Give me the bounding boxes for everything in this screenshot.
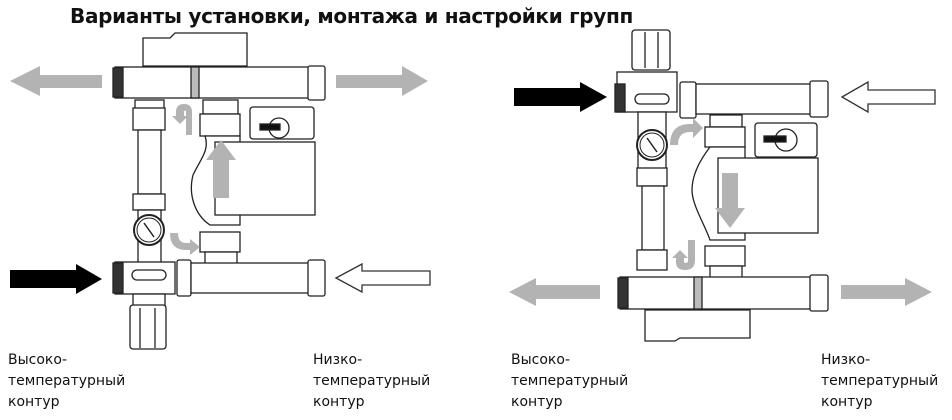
black-arrow-icon	[514, 82, 607, 112]
union-nut	[307, 65, 326, 101]
grey-arrow-icon	[509, 278, 600, 306]
label-line: контур	[313, 394, 365, 410]
pump-motor	[214, 141, 316, 216]
controller-box	[142, 32, 248, 67]
bypass-arrow-icon	[672, 240, 695, 270]
nut	[636, 249, 668, 271]
bottom-manifold-pipe	[619, 276, 815, 310]
vertical-pipe	[641, 185, 665, 251]
pipe-band	[693, 276, 703, 310]
thermometer-gauge-icon	[636, 129, 668, 161]
thermostatic-head	[129, 304, 167, 350]
thermostatic-head	[631, 29, 671, 71]
pump-cable	[259, 123, 281, 131]
black-arrow-icon	[10, 264, 102, 294]
pipe-band	[190, 66, 200, 99]
label-line: Высоко-	[8, 352, 67, 368]
label-right-low-temp: Низко- температурный контур	[821, 350, 938, 413]
outline-arrow-icon	[840, 80, 936, 114]
thermometer-gauge-icon	[133, 214, 165, 246]
top-manifold-pipe	[695, 83, 813, 115]
valve-slot	[131, 269, 167, 281]
nut	[202, 99, 239, 115]
thread-end	[112, 262, 124, 294]
nut	[204, 251, 238, 265]
label-line: Низко-	[821, 352, 871, 368]
outline-arrow-icon	[334, 262, 431, 294]
nut	[704, 245, 746, 267]
mixing-arrow-icon	[170, 233, 200, 255]
nut	[132, 107, 166, 131]
label-line: контур	[821, 394, 873, 410]
union-nut	[679, 81, 697, 119]
pump-flow-down-arrow-icon	[715, 173, 745, 228]
mixing-valve	[616, 71, 678, 113]
label-line: температурный	[821, 373, 939, 389]
label-right-high-temp: Высоко- температурный контур	[511, 350, 628, 413]
diagram-left-arrows	[10, 66, 431, 294]
thread-end	[112, 67, 124, 98]
grey-arrow-icon	[336, 66, 428, 96]
nut	[709, 114, 743, 128]
grey-arrow-icon	[841, 278, 932, 306]
mixing-arrow-icon	[670, 118, 703, 145]
thread-end	[617, 277, 629, 309]
label-left-high-temp: Высоко- температурный контур	[8, 350, 125, 413]
union-nut	[176, 259, 192, 297]
bypass-arrow-icon	[172, 104, 192, 135]
diagram-left	[112, 32, 326, 350]
label-line: температурный	[8, 373, 126, 389]
nut	[636, 167, 668, 187]
union-nut	[307, 259, 326, 297]
union-nut	[809, 274, 829, 312]
pump-flow-up-arrow-icon	[206, 140, 236, 198]
nut	[132, 193, 166, 211]
nut	[709, 265, 743, 279]
bottom-manifold-pipe	[190, 262, 312, 294]
label-line: температурный	[511, 373, 629, 389]
pump-cable	[763, 135, 787, 143]
label-line: Высоко-	[511, 352, 570, 368]
label-line: температурный	[313, 373, 431, 389]
vertical-pipe	[137, 129, 162, 195]
label-line: контур	[8, 394, 60, 410]
controller-box	[644, 309, 751, 342]
diagram-right-arrows	[509, 80, 936, 306]
grey-arrow-icon	[10, 66, 102, 96]
thread-end	[614, 83, 626, 113]
valve-slot	[634, 93, 670, 105]
nut	[199, 231, 241, 253]
diagram-right	[614, 29, 829, 342]
top-manifold-pipe	[114, 66, 316, 99]
page-title: Варианты установки, монтажа и настройки …	[70, 4, 634, 28]
nut	[704, 126, 746, 148]
nut	[199, 113, 241, 137]
label-line: контур	[511, 394, 563, 410]
label-line: Низко-	[313, 352, 363, 368]
union-nut	[809, 80, 829, 118]
label-left-low-temp: Низко- температурный контур	[313, 350, 430, 413]
